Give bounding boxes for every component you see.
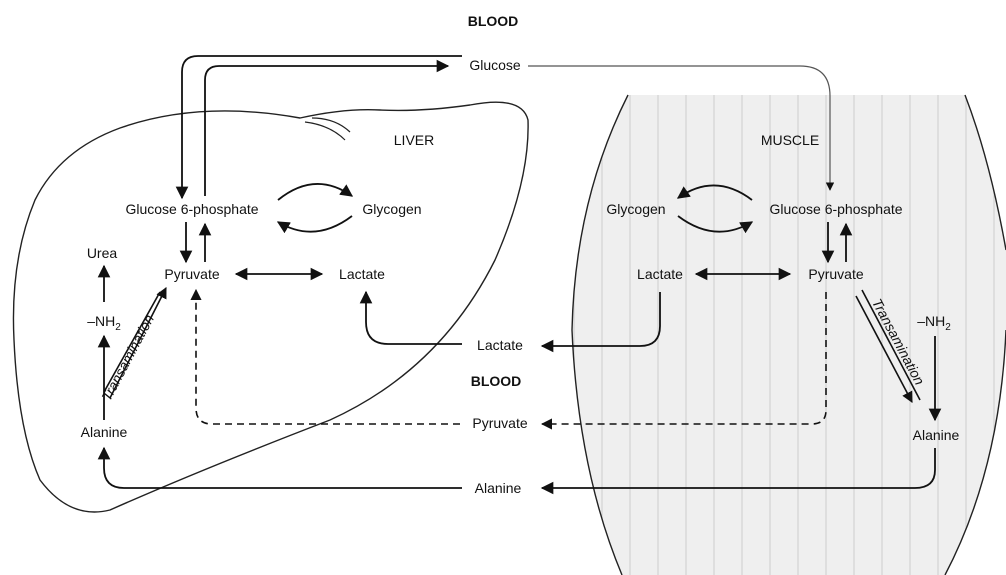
liver-outline [13,102,528,512]
muscle-nh2-prefix: –NH [917,313,945,329]
liver-nh2-subscript: 2 [115,322,121,333]
liver-title: LIVER [394,132,434,148]
liver-pyruvate-label: Pyruvate [164,266,219,282]
blood-glucose-label: Glucose [469,57,521,73]
blood-pyruvate-label: Pyruvate [472,415,527,431]
blood-alanine-label: Alanine [475,480,522,496]
muscle-g6p-label: Glucose 6-phosphate [769,201,902,217]
muscle-fill [572,95,1006,575]
muscle-nh2-subscript: 2 [945,322,951,333]
muscle-lactate-label: Lactate [637,266,683,282]
blood-top-label: BLOOD [468,13,519,29]
liver-g6p-label: Glucose 6-phosphate [125,201,258,217]
liver-urea-label: Urea [87,245,118,261]
liver-glycogen-label: Glycogen [362,201,421,217]
muscle-glycogen-label: Glycogen [606,201,665,217]
muscle-title: MUSCLE [761,132,819,148]
liver-nh2-prefix: –NH [87,313,115,329]
liver-alanine-label: Alanine [81,424,128,440]
muscle-alanine-label: Alanine [913,427,960,443]
muscle-pyruvate-label: Pyruvate [808,266,863,282]
liver-lactate-label: Lactate [339,266,385,282]
blood-lactate-label: Lactate [477,337,523,353]
blood-mid-label: BLOOD [471,373,522,389]
